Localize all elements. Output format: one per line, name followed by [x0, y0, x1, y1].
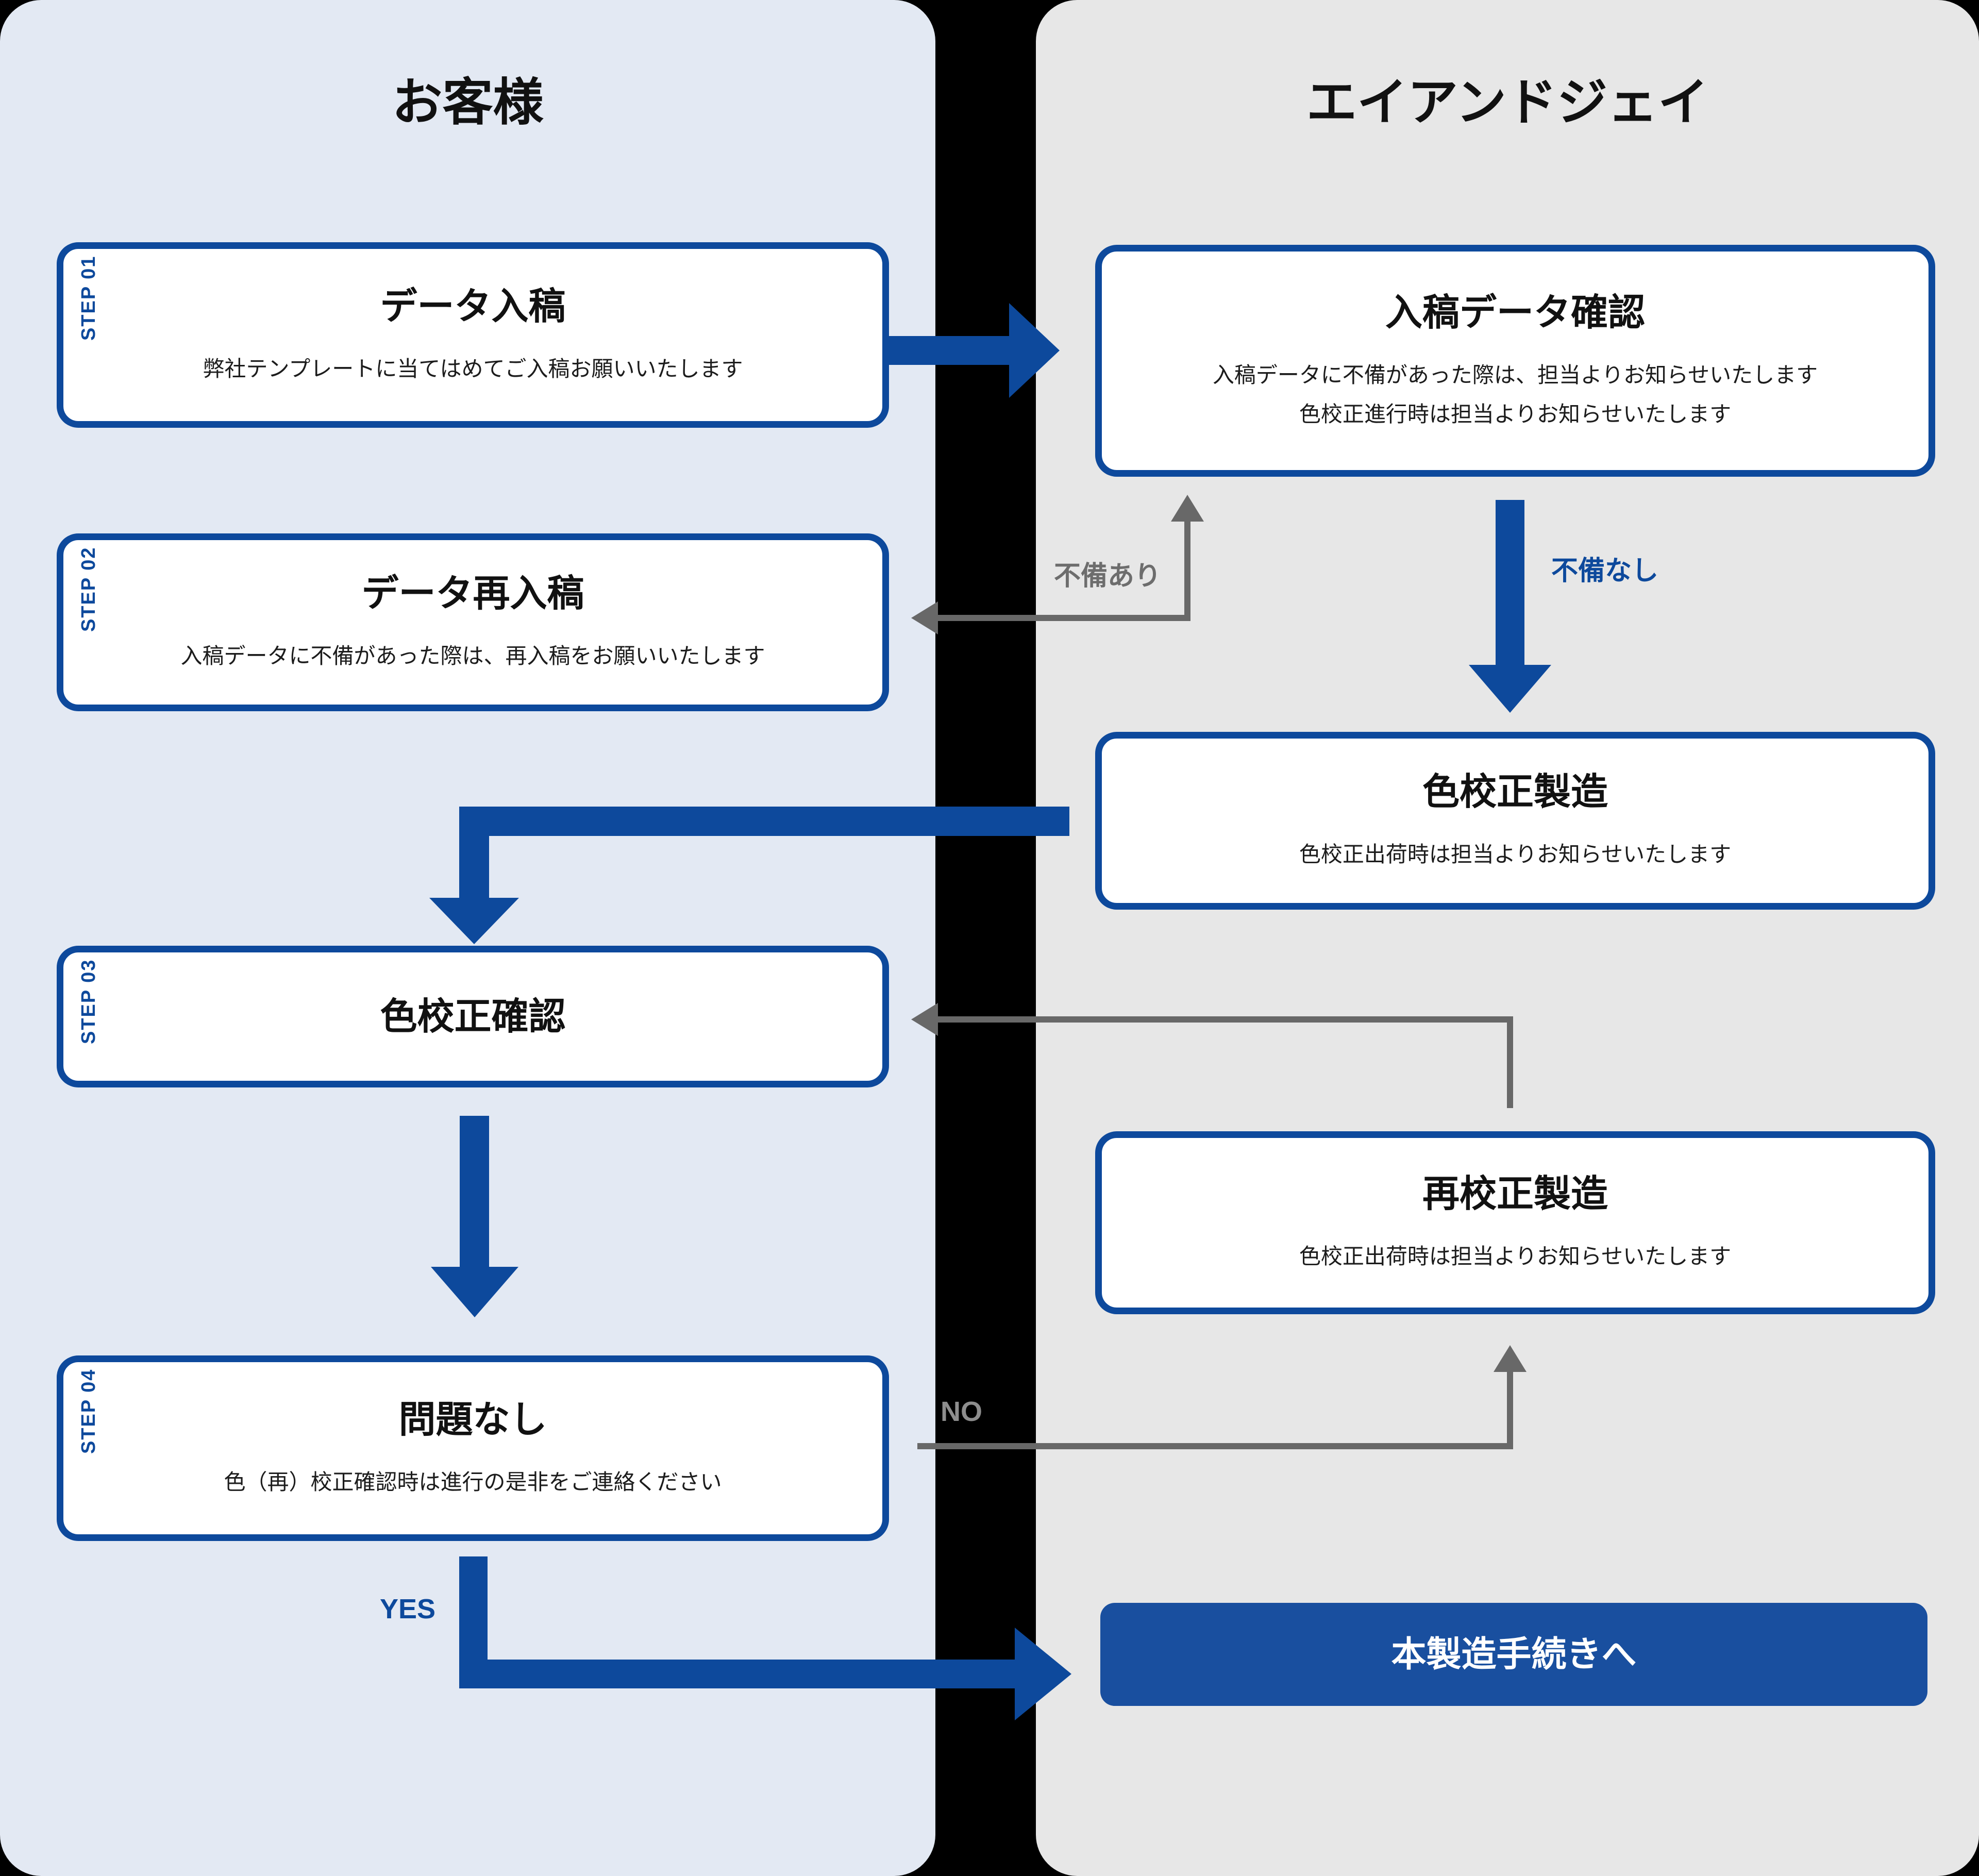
step01-title: データ入稿 [380, 286, 566, 327]
proof-to-step03-arrow-horizontal [459, 807, 1069, 836]
final-production-title: 本製造手続きへ [1391, 1635, 1637, 1674]
defect-return-left-arrowhead-icon [911, 601, 938, 634]
no-connector-horizontal [917, 1443, 1513, 1449]
step04-description: 色（再）校正確認時は進行の是非をご連絡ください [224, 1469, 722, 1494]
yes-arrow-horizontal [459, 1660, 1015, 1688]
has-defect-label: 不備あり [1054, 561, 1162, 591]
re-proof-production-box: 再校正製造 色校正出荷時は担当よりお知らせいたします [1095, 1131, 1935, 1314]
step03-label: STEP 03 [78, 959, 99, 1044]
step03-to-step04-arrowhead-icon [431, 1267, 518, 1317]
check-to-proof-arrowhead-icon [1469, 665, 1551, 713]
no-up-arrowhead-icon [1494, 1345, 1527, 1372]
no-connector-vertical [1507, 1372, 1513, 1449]
no-label: NO [941, 1396, 982, 1427]
final-production-box: 本製造手続きへ [1100, 1603, 1927, 1706]
submit-to-check-arrowhead-icon [1009, 303, 1060, 398]
color-proof-production-title: 色校正製造 [1422, 772, 1608, 813]
proof-to-step03-arrowhead-icon [429, 898, 519, 944]
step03-proof-check-box: STEP 03 色校正確認 [57, 946, 889, 1087]
step02-data-resubmission-box: STEP 02 データ再入稿 入稿データに不備があった際は、再入稿をお願いいたし… [57, 533, 889, 711]
yes-label: YES [380, 1594, 436, 1624]
defect-return-connector-horizontal [938, 615, 1190, 621]
color-proof-production-description: 色校正出荷時は担当よりお知らせいたします [1299, 842, 1732, 867]
proof-to-step03-arrow-vertical [459, 807, 489, 898]
color-proof-production-box: 色校正製造 色校正出荷時は担当よりお知らせいたします [1095, 732, 1935, 910]
reproof-to-check-connector-vertical [1507, 1016, 1513, 1108]
step02-title: データ再入稿 [361, 573, 584, 615]
data-check-description-line1: 入稿データに不備があった際は、担当よりお知らせいたします [1212, 362, 1818, 387]
step01-label: STEP 01 [78, 255, 99, 341]
step02-description: 入稿データに不備があった際は、再入稿をお願いいたします [180, 644, 765, 668]
step04-no-problem-box: STEP 04 問題なし 色（再）校正確認時は進行の是非をご連絡ください [57, 1355, 889, 1541]
step04-title: 問題なし [398, 1399, 547, 1440]
step02-label: STEP 02 [78, 546, 99, 632]
defect-return-connector-vertical [1184, 522, 1190, 621]
step03-title: 色校正確認 [380, 996, 566, 1037]
re-proof-production-title: 再校正製造 [1422, 1174, 1608, 1215]
submitted-data-check-box: 入稿データ確認 入稿データに不備があった際は、担当よりお知らせいたします 色校正… [1095, 245, 1935, 477]
customer-column-title: お客様 [392, 74, 544, 130]
check-to-proof-arrow [1496, 500, 1524, 665]
company-column-title: エイアンドジェイ [1306, 74, 1709, 130]
reproof-to-check-left-arrowhead-icon [911, 1003, 938, 1036]
re-proof-production-description: 色校正出荷時は担当よりお知らせいたします [1299, 1244, 1732, 1269]
reproof-to-check-connector-horizontal [938, 1016, 1513, 1023]
step03-to-step04-arrow [460, 1116, 489, 1267]
data-check-description-line2: 色校正進行時は担当よりお知らせいたします [1299, 402, 1732, 426]
step04-label: STEP 04 [78, 1368, 99, 1454]
defect-return-up-arrowhead-icon [1171, 495, 1204, 522]
submit-to-check-arrow [889, 336, 1009, 365]
no-defect-label: 不備なし [1551, 556, 1659, 586]
data-check-title: 入稿データ確認 [1385, 292, 1645, 333]
yes-arrowhead-icon [1015, 1628, 1071, 1720]
step01-description: 弊社テンプレートに当てはめてご入稿お願いいたします [203, 356, 743, 381]
step01-data-submission-box: STEP 01 データ入稿 弊社テンプレートに当てはめてご入稿お願いいたします [57, 242, 889, 428]
